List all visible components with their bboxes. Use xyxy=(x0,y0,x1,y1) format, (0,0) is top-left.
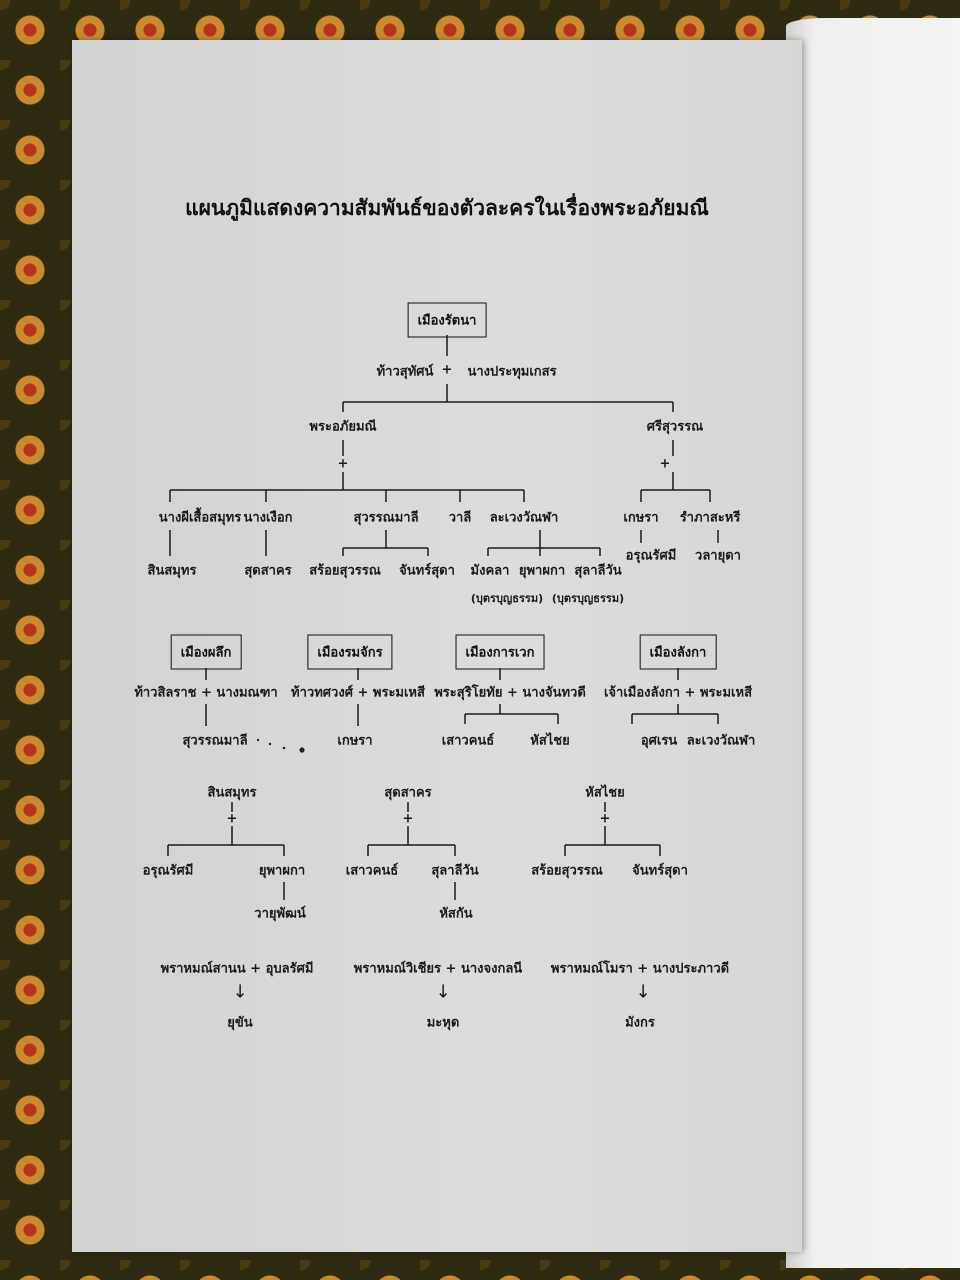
person: สุดสาคร xyxy=(384,785,432,801)
couple: พระสุริโยทัย + นางจันทวดี xyxy=(434,685,586,701)
diagram-title: แผนภูมิแสดงความสัมพันธ์ของตัวละครในเรื่อ… xyxy=(185,196,709,220)
couple: พราหมณ์สานน + อุบลรัศมี xyxy=(160,961,314,977)
child: สุลาลีวัน xyxy=(431,863,479,879)
wife: นางผีเสื้อสมุทร xyxy=(158,510,242,526)
child: ละเวงวัณฬา xyxy=(686,733,756,749)
child: สร้อยสุวรรณ xyxy=(309,563,381,579)
child: สุวรรณมาลี xyxy=(182,733,248,749)
right-page xyxy=(786,18,960,1268)
adopted-note: (บุตรบุญธรรม) xyxy=(551,592,625,605)
city-box: เมืองลังกา xyxy=(639,634,717,670)
city-box: เมืองการเวก xyxy=(455,634,545,670)
plus-sign: + xyxy=(659,456,671,472)
arrow-down-icon: ↓ xyxy=(435,981,451,1003)
son-abhaimani: พระอภัยมณี xyxy=(309,419,377,435)
wife: ละเวงวัณฬา xyxy=(489,510,559,526)
father: ท้าวสุทัศน์ xyxy=(376,364,434,380)
child: อรุณรัศมี xyxy=(625,548,677,564)
couple: เจ้าเมืองลังกา + พระมเหสี xyxy=(603,685,753,701)
couple: ท้าวทศวงศ์ + พระมเหสี xyxy=(291,685,425,701)
mother: นางประทุมเกสร xyxy=(467,364,557,380)
grandchild: วายุพัฒน์ xyxy=(254,906,306,922)
child: มังคลา xyxy=(470,563,510,579)
book-page xyxy=(72,40,802,1252)
plus-sign: + xyxy=(599,811,611,827)
city-box-rattana: เมืองรัตนา xyxy=(407,302,487,338)
child: สินสมุทร xyxy=(147,563,197,579)
adopted-note: (บุตรบุญธรรม) xyxy=(470,592,544,605)
city-box: เมืองผลึก xyxy=(170,634,242,670)
child: ยุพาผกา xyxy=(518,563,566,579)
child: มังกร xyxy=(625,1015,655,1031)
plus-sign: + xyxy=(441,362,453,378)
wife: วาลี xyxy=(448,510,472,526)
couple: พราหมณ์โมรา + นางประภาวดี xyxy=(550,961,730,977)
son-srisuwan: ศรีสุวรรณ xyxy=(646,419,704,435)
child: สุดสาคร xyxy=(244,563,292,579)
grandchild: หัสกัน xyxy=(439,906,473,922)
wife: รำภาสะหรี xyxy=(679,510,741,526)
child: วลายุดา xyxy=(695,548,741,564)
child: หัสไชย xyxy=(530,733,570,749)
child: ยุพาผกา xyxy=(258,863,306,879)
child: ยุขัน xyxy=(227,1015,253,1031)
child: เกษรา xyxy=(337,733,373,749)
person: สินสมุทร xyxy=(207,785,257,801)
wife: นางเงือก xyxy=(243,510,293,526)
arrow-down-icon: ↓ xyxy=(635,981,651,1003)
city-box: เมืองรมจักร xyxy=(307,634,393,670)
child: มะหุด xyxy=(426,1015,460,1031)
child: สร้อยสุวรรณ xyxy=(531,863,603,879)
couple: ท้าวสิลราช + นางมณฑา xyxy=(134,685,278,701)
couple: พราหมณ์วิเชียร + นางจงกลนี xyxy=(353,961,523,977)
wife: เกษรา xyxy=(623,510,659,526)
plus-sign: + xyxy=(226,811,238,827)
child: สุลาลีวัน xyxy=(574,563,622,579)
person: หัสไชย xyxy=(585,785,625,801)
child: เสาวคนธ์ xyxy=(441,733,495,749)
arrow-down-icon: ↓ xyxy=(232,981,248,1003)
child: อุศเรน xyxy=(640,733,678,749)
child: เสาวคนธ์ xyxy=(345,863,399,879)
wife: สุวรรณมาลี xyxy=(353,510,419,526)
plus-sign: + xyxy=(337,456,349,472)
plus-sign: + xyxy=(402,811,414,827)
child: จันทร์สุดา xyxy=(399,563,455,579)
child: อรุณรัศมี xyxy=(142,863,194,879)
child: จันทร์สุดา xyxy=(632,863,688,879)
